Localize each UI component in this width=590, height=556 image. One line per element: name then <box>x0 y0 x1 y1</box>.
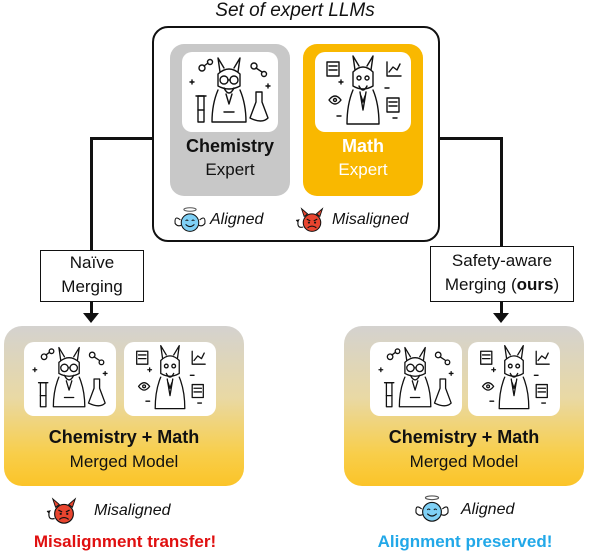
safety-aware-merging-line1: Safety-aware <box>451 251 553 270</box>
naive-merged-model-card: Chemistry + Math Merged Model <box>4 326 244 486</box>
angel-face-icon <box>412 494 452 524</box>
right-connector-vertical <box>500 137 503 246</box>
ours-merged-model-card: Chemistry + Math Merged Model <box>344 326 584 486</box>
devil-face-icon <box>294 206 330 234</box>
math-expert-name: Math <box>342 136 384 156</box>
right-connector-horizontal <box>440 137 502 140</box>
naive-merging-line2: Merging <box>61 277 123 296</box>
naive-merged-title: Chemistry + Math <box>48 427 200 447</box>
misalignment-transfer-text: Misalignment transfer! <box>33 532 217 551</box>
chemistry-llama-icon <box>370 342 462 416</box>
left-connector-vertical <box>90 137 93 250</box>
left-connector-lower <box>90 302 93 316</box>
math-llama-icon <box>315 52 411 132</box>
chemistry-expert-role: Expert <box>205 160 255 179</box>
legend-misaligned-label: Misaligned <box>332 211 409 228</box>
right-arrow-head <box>493 313 509 323</box>
math-llama-icon <box>468 342 560 416</box>
naive-merging-label: Naïve Merging <box>40 250 144 302</box>
safety-aware-merging-line2: Merging (ours) <box>444 275 560 294</box>
chemistry-expert-card: Chemistry Expert <box>170 44 290 196</box>
chemistry-llama-icon <box>182 52 278 132</box>
naive-merged-subtitle: Merged Model <box>69 452 179 471</box>
chemistry-llama-icon <box>24 342 116 416</box>
angel-face-icon <box>172 206 208 234</box>
math-expert-card: Math Expert <box>303 44 423 196</box>
left-connector-horizontal <box>91 137 153 140</box>
diagram-title: Set of expert LLMs <box>215 0 375 21</box>
math-llama-icon <box>124 342 216 416</box>
safety-aware-merging-label: Safety-aware Merging (ours) <box>430 246 574 302</box>
ours-status-label: Aligned <box>461 501 515 518</box>
left-arrow-head <box>83 313 99 323</box>
alignment-preserved-text: Alignment preserved! <box>377 532 553 551</box>
legend-aligned-label: Aligned <box>210 211 264 228</box>
naive-status-label: Misaligned <box>94 502 171 519</box>
math-expert-role: Expert <box>338 160 388 179</box>
ours-merged-subtitle: Merged Model <box>409 452 519 471</box>
naive-merging-line1: Naïve <box>69 253 115 272</box>
devil-face-icon <box>44 496 84 526</box>
right-connector-lower <box>500 302 503 316</box>
ours-merged-title: Chemistry + Math <box>388 427 540 447</box>
ours-emphasis: ours <box>516 275 554 294</box>
chemistry-expert-name: Chemistry <box>185 136 275 156</box>
